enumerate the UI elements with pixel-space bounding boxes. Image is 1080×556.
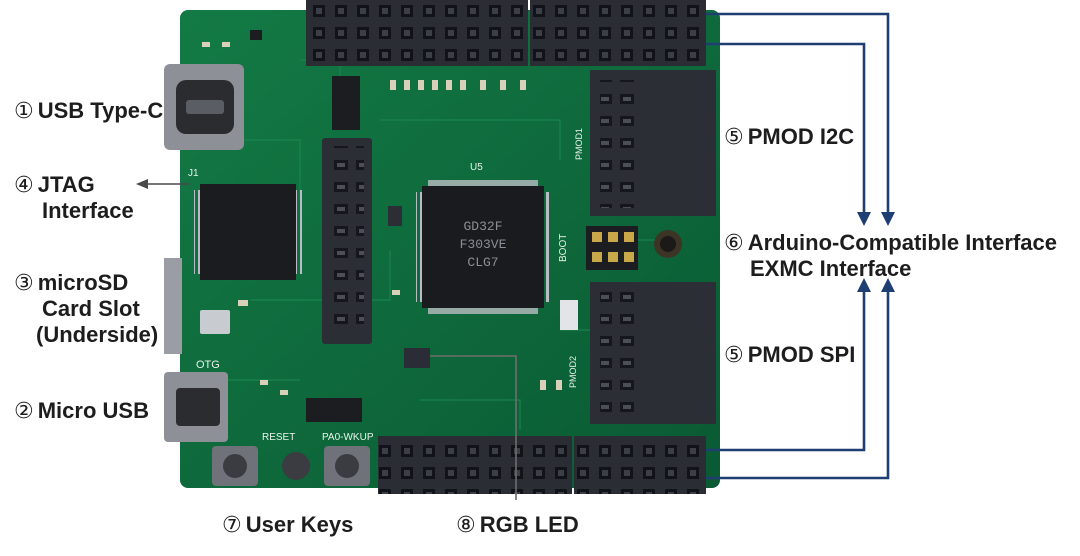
arrow-line-outer xyxy=(706,12,890,216)
power-jumper xyxy=(332,76,360,130)
arrow-line-bottom-inner xyxy=(706,288,866,452)
mcu-chip xyxy=(422,186,544,308)
silk-u5: U5 xyxy=(470,162,483,173)
top-header-left xyxy=(306,0,528,66)
arrowheads xyxy=(857,212,895,292)
bottom-jumper xyxy=(306,398,362,422)
silk-boot: BOOT xyxy=(558,234,569,262)
debug-ic xyxy=(200,184,296,280)
bottom-header-right xyxy=(574,436,706,494)
mcu-text-2: F303VE xyxy=(460,237,507,252)
key-s2 xyxy=(282,452,310,480)
arrowhead-up-inner xyxy=(857,278,871,292)
silk-reset: RESET xyxy=(262,432,295,443)
top-header-right xyxy=(530,0,706,66)
silk-j1: J1 xyxy=(188,168,199,179)
bottom-header-left xyxy=(378,436,572,494)
rgb-led xyxy=(404,348,430,368)
leader-lines xyxy=(706,12,890,480)
silk-pmod1: PMOD1 xyxy=(574,128,584,160)
arrow-line-bottom-outer xyxy=(706,288,890,480)
smd-components xyxy=(202,30,578,395)
arrow-line-inner xyxy=(706,42,866,216)
arrowhead-down-outer xyxy=(881,212,895,226)
mcu-text-1: GD32F xyxy=(463,219,502,234)
arrowhead-up-outer xyxy=(881,278,895,292)
silk-pmod2: PMOD2 xyxy=(568,356,578,388)
mcu-text-3: CLG7 xyxy=(467,255,498,270)
crystal xyxy=(200,310,230,334)
microsd-slot xyxy=(164,258,182,354)
silk-otg: OTG xyxy=(196,359,220,371)
rgb-led-leader xyxy=(430,355,517,500)
jtag-arrowhead xyxy=(136,179,148,189)
silk-wakeup: PA0-WKUP xyxy=(322,432,374,443)
arrowhead-down-inner xyxy=(857,212,871,226)
